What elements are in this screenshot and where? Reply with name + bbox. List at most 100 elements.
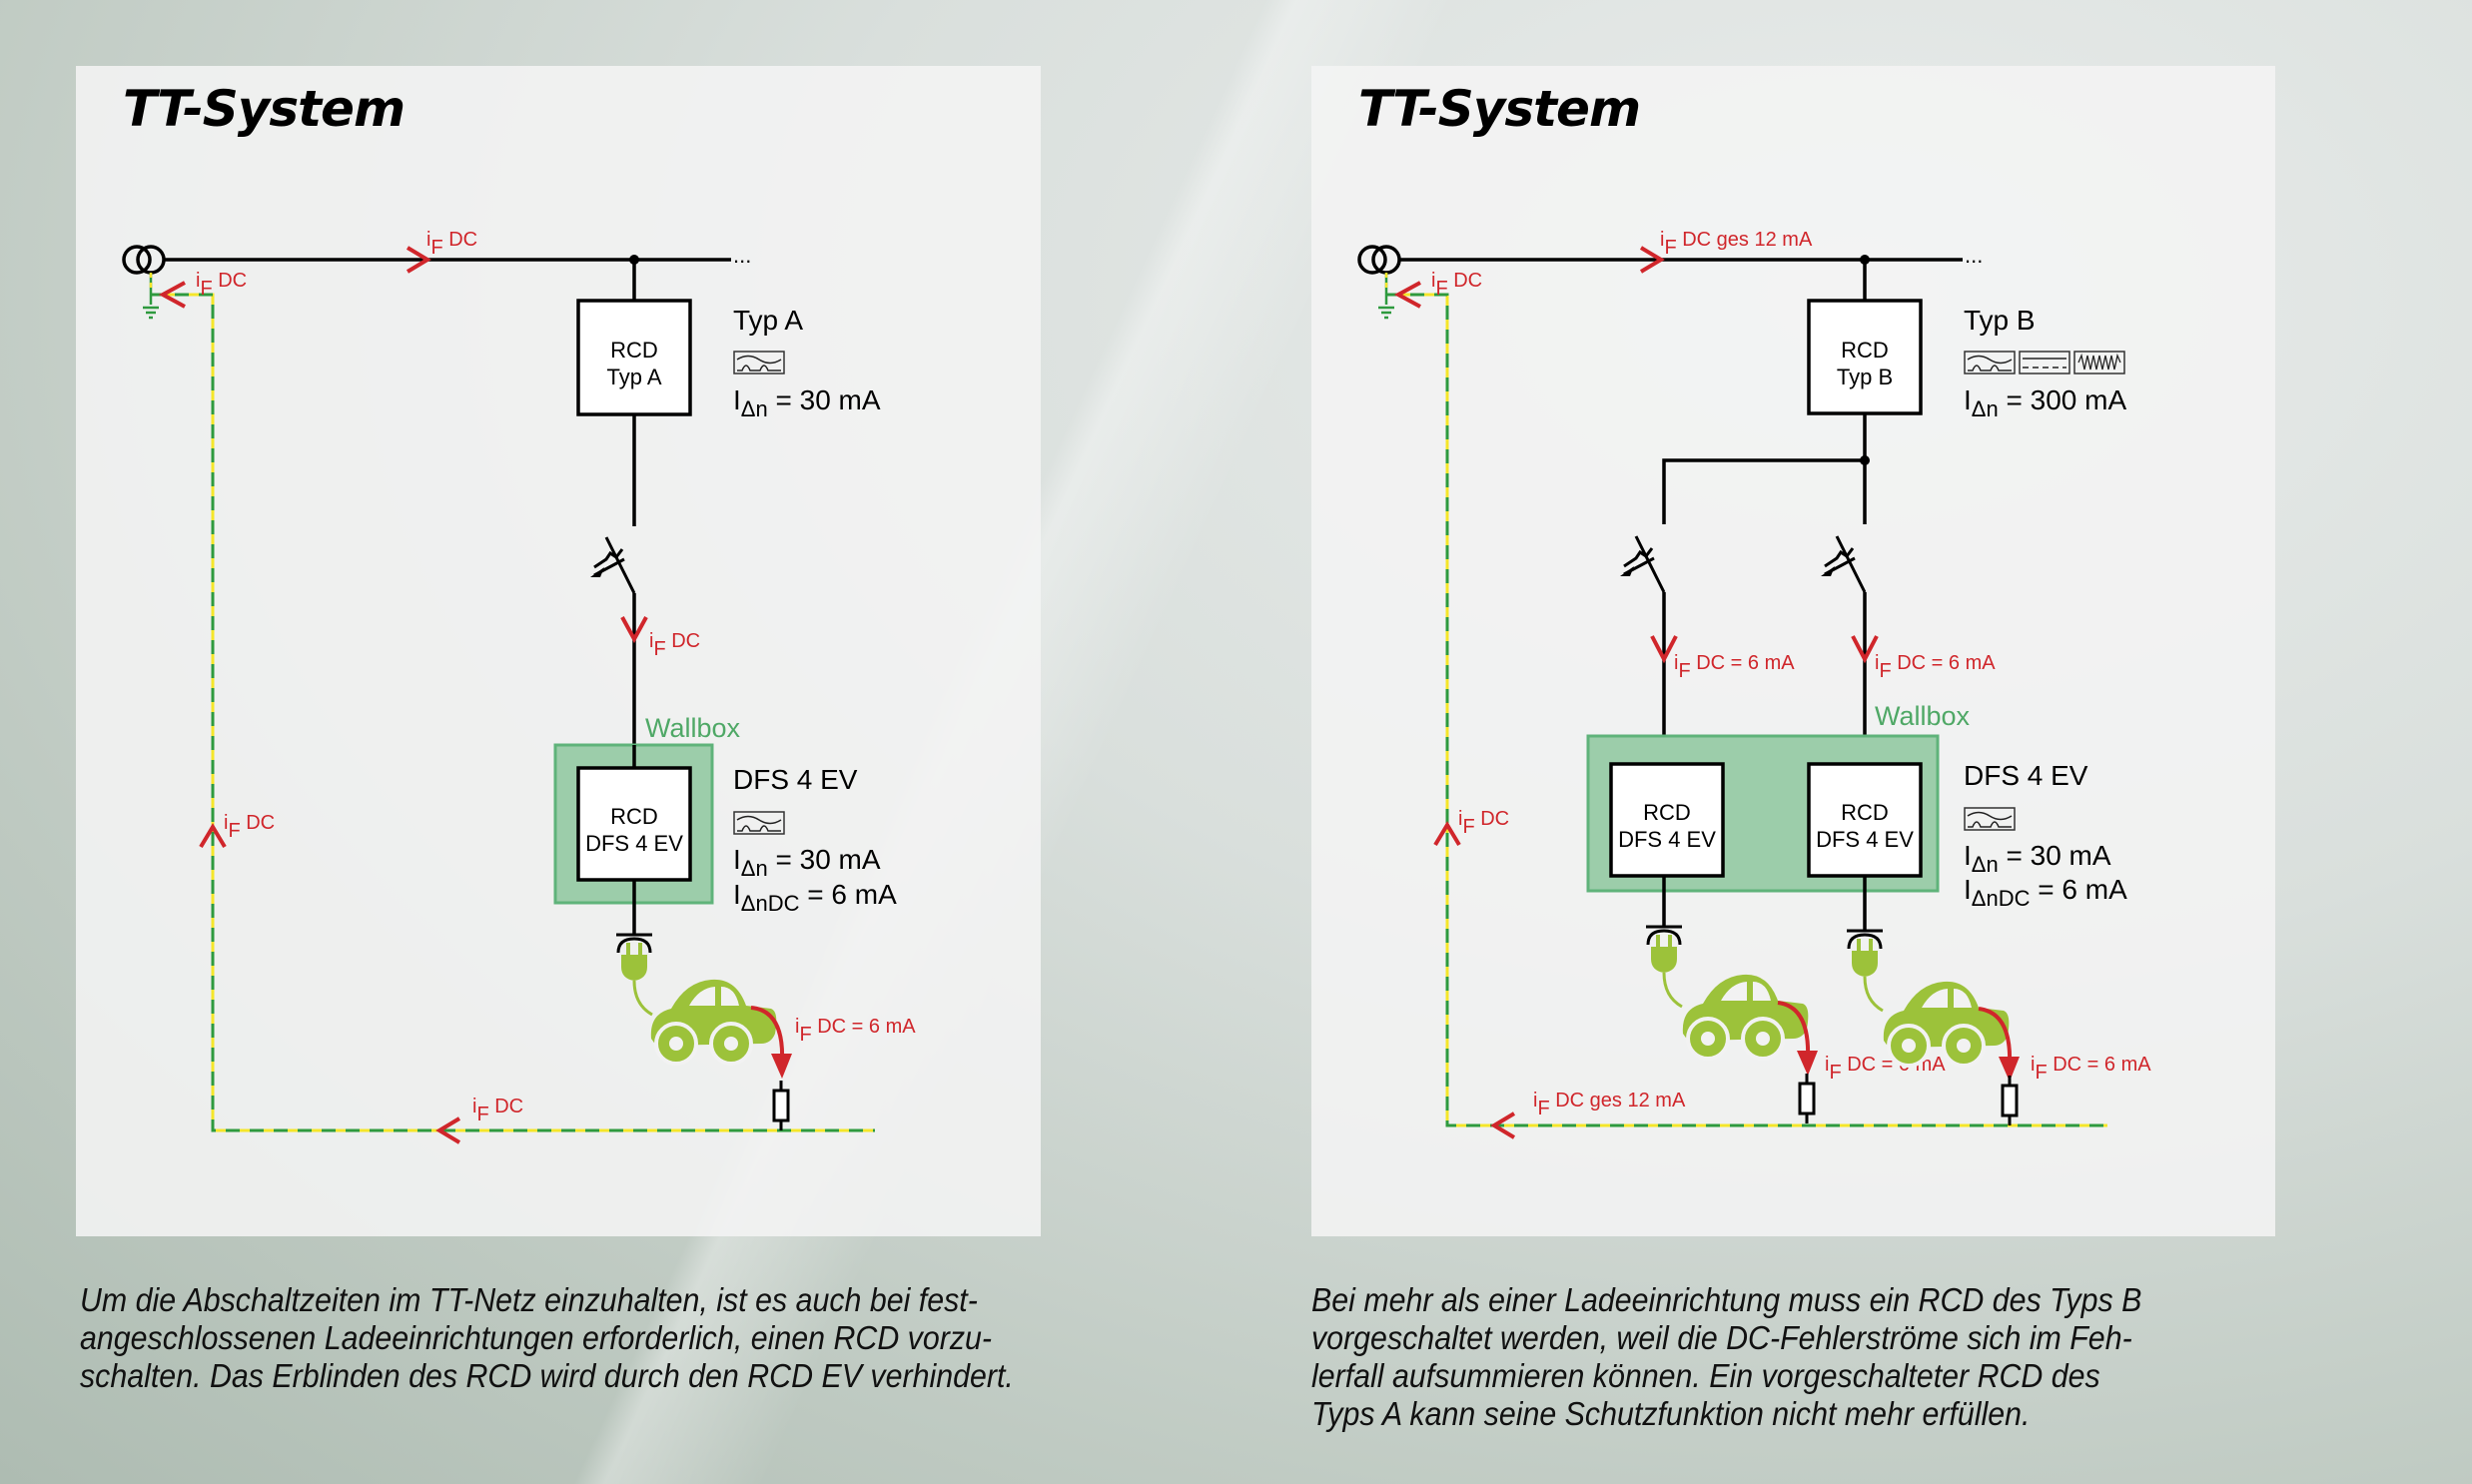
left-caption: Um die Abschaltzeiten im TT-Netz einzuha…	[80, 1281, 1014, 1395]
svg-text:RCD: RCD	[610, 338, 658, 363]
branch-current-label-2: iF DC = 6 mA	[1875, 652, 1996, 682]
svg-text:RCD: RCD	[1643, 800, 1691, 825]
svg-text:RCD: RCD	[610, 804, 658, 829]
svg-text:RCD: RCD	[1841, 800, 1889, 825]
wallbox-label: Wallbox	[645, 713, 741, 743]
rcd-typ-a: RCD Typ A	[576, 299, 692, 416]
bottom-current-label: iF DC	[472, 1096, 523, 1125]
main-current-arrow	[406, 246, 431, 274]
junction-dot	[1860, 455, 1870, 465]
waveform-ac-icon	[733, 811, 785, 835]
rcd-typ-b: RCD Typ B	[1807, 299, 1923, 415]
ev-rcd-dc-rating: IΔnDC = 6 mA	[1964, 874, 2127, 911]
electric-car-icon	[648, 977, 779, 1066]
rcd-dfs-4-ev: RCD DFS 4 EV	[576, 766, 692, 882]
branch-current-label-1: iF DC = 6 mA	[1674, 652, 1795, 682]
car-current-label-1: iF DC = 6 mA	[1825, 1054, 1946, 1084]
left-title: TT-System	[123, 80, 406, 138]
up-current-label: iF DC	[224, 812, 275, 842]
earth-return-arrow	[1393, 281, 1421, 309]
rcd-rating: IΔn = 30 mA	[733, 384, 881, 421]
ground-icon	[143, 273, 159, 320]
bottom-current-arrow	[435, 1116, 461, 1144]
circuit-breaker-icon	[1618, 534, 1666, 594]
waveform-dc-icon	[2019, 351, 2070, 374]
electric-car-icon	[1680, 972, 1811, 1061]
car-fault-arrowhead	[1999, 1057, 2020, 1082]
rcd-dfs-4-ev-2: RCD DFS 4 EV	[1807, 762, 1923, 878]
earth-resistor-icon	[772, 1079, 790, 1132]
main-current-arrow	[1639, 246, 1665, 274]
earth-resistor-icon	[2001, 1074, 2019, 1127]
right-title: TT-System	[1358, 80, 1641, 138]
svg-text:RCD: RCD	[1841, 338, 1889, 363]
waveform-ac-icon	[733, 351, 785, 374]
ev-rcd-name: DFS 4 EV	[1964, 760, 2088, 791]
car-fault-arrow	[750, 1006, 785, 1063]
up-current-arrow	[1433, 821, 1461, 847]
caption-line: lerfall aufsummieren können. Ein vorgesc…	[1311, 1357, 2100, 1394]
car-fault-arrow	[1978, 1007, 2013, 1066]
bottom-current-label: iF DC ges 12 mA	[1533, 1090, 1686, 1119]
caption-line: Um die Abschaltzeiten im TT-Netz einzuha…	[80, 1281, 978, 1318]
rcd-rating: IΔn = 300 mA	[1964, 384, 2126, 421]
up-current-label: iF DC	[1458, 808, 1509, 838]
transformer-icon	[1357, 245, 1401, 275]
earth-return-path-dash	[151, 293, 875, 1132]
rcd-type-label: Typ B	[1964, 305, 2036, 336]
continuation-dots: ...	[1965, 243, 1983, 268]
waveform-ac-icon	[1964, 807, 2016, 831]
branch-current-label: iF DC	[649, 630, 700, 660]
earth-return-path-dash	[1386, 293, 2107, 1127]
transformer-icon	[122, 245, 166, 275]
plug-icon	[614, 933, 654, 1017]
right-diagram: ... iF DC ges 12 mA iF DC iF DC iF DC ge…	[1357, 229, 2151, 1139]
main-current-label: iF DC ges 12 mA	[1660, 229, 1813, 259]
continuation-dots: ...	[733, 243, 751, 268]
plug-icon	[1644, 925, 1684, 1009]
circuit-breaker-icon	[1819, 534, 1867, 594]
caption-line: Typs A kann seine Schutzfunktion nicht m…	[1311, 1395, 2031, 1432]
car-current-label-2: iF DC = 6 mA	[2031, 1054, 2151, 1084]
svg-text:Typ A: Typ A	[606, 365, 661, 389]
earth-return-label: iF DC	[196, 270, 247, 300]
svg-text:DFS 4 EV: DFS 4 EV	[1816, 827, 1914, 852]
earth-resistor-icon	[1798, 1072, 1816, 1125]
earth-return-arrow	[158, 281, 186, 309]
ev-rcd-rating: IΔn = 30 mA	[733, 844, 881, 881]
circuit-breaker-icon	[588, 535, 636, 595]
branch-current-arrow	[620, 616, 648, 644]
car-fault-arrowhead	[1797, 1051, 1818, 1076]
caption-line: angeschlossenen Ladeeinrichtungen erford…	[80, 1319, 993, 1356]
right-caption: Bei mehr als einer Ladeeinrichtung muss …	[1311, 1281, 2141, 1433]
ev-rcd-dc-rating: IΔnDC = 6 mA	[733, 879, 897, 916]
ev-rcd-name: DFS 4 EV	[733, 764, 858, 795]
caption-line: Bei mehr als einer Ladeeinrichtung muss …	[1311, 1281, 2142, 1318]
earth-return-label: iF DC	[1431, 270, 1482, 300]
plug-icon	[1845, 929, 1885, 1013]
waveform-hf-icon	[2073, 351, 2125, 374]
up-current-arrow	[199, 823, 227, 849]
caption-line: vorgeschaltet werden, weil die DC-Fehler…	[1311, 1319, 2132, 1356]
wire-branch	[1662, 458, 1865, 524]
ground-icon	[1378, 273, 1394, 320]
svg-text:DFS 4 EV: DFS 4 EV	[585, 831, 683, 856]
rcd-dfs-4-ev-1: RCD DFS 4 EV	[1609, 762, 1725, 878]
car-current-label: iF DC = 6 mA	[795, 1016, 916, 1046]
wallbox-label: Wallbox	[1875, 701, 1971, 731]
caption-line: schalten. Das Erblinden des RCD wird dur…	[80, 1357, 1014, 1394]
branch-current-arrow	[1851, 635, 1879, 664]
left-diagram: ... iF DC iF DC iF DC iF DC RCD Typ A	[122, 229, 916, 1144]
branch-current-arrow	[1650, 635, 1678, 664]
ev-rcd-rating: IΔn = 30 mA	[1964, 840, 2111, 877]
main-current-label: iF DC	[426, 229, 477, 259]
waveform-ac-icon	[1964, 351, 2016, 374]
svg-text:Typ B: Typ B	[1837, 365, 1893, 389]
svg-text:DFS 4 EV: DFS 4 EV	[1618, 827, 1716, 852]
rcd-type-label: Typ A	[733, 305, 803, 336]
car-fault-arrowhead	[771, 1054, 792, 1079]
bottom-current-arrow	[1490, 1112, 1516, 1139]
electric-car-icon	[1881, 979, 2012, 1068]
car-fault-arrow	[1777, 1001, 1811, 1060]
